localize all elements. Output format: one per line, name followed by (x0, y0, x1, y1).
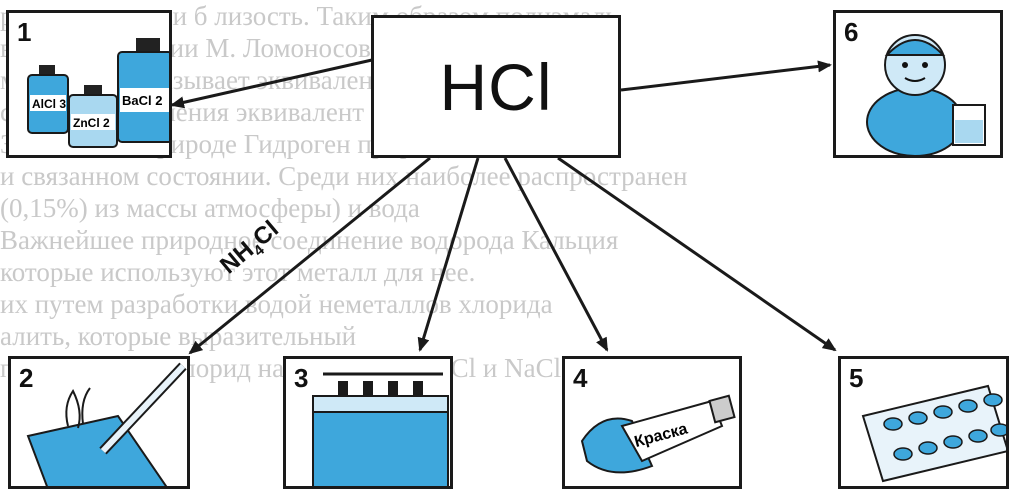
background-line: которые используют этот металл для нее. (0, 257, 476, 287)
tablets-illustration (861, 384, 1006, 483)
salt-bottles-illustration: AlCl 3 BaCl 2 ZnCl 2 (27, 38, 169, 148)
background-line: и связанном состоянии. Среди них наиболе… (0, 161, 688, 191)
bath-illustration (312, 372, 449, 486)
background-line: (0,15%) из массы атмосферы) и вода (0, 193, 420, 223)
figure-illustration (866, 34, 986, 155)
arrow-to-panel-5 (557, 156, 837, 352)
arrow-to-panel-4 (503, 157, 609, 352)
panel-number: 4 (573, 363, 588, 393)
label-bacl2: BaCl 2 (122, 93, 162, 108)
panel-3-bath: 3 (283, 356, 453, 489)
label-zncl2: ZnCl 2 (73, 116, 110, 130)
arrow-to-panel-6 (620, 60, 832, 92)
panel-5-tablets: 5 (838, 356, 1009, 489)
arrow-to-panel-1 (170, 58, 373, 109)
panel-1-salts: 1 AlCl 3 BaCl 2 ZnCl 2 (6, 10, 172, 158)
panel-number: 2 (19, 363, 34, 393)
panel-number: 5 (849, 363, 864, 393)
background-line: Важнейшее природное соединение водорода … (0, 225, 619, 255)
background-line: их путем разработки водой неметаллов хло… (0, 289, 553, 319)
center-formula: HCl (439, 49, 553, 124)
paint-tube-illustration: Краска (580, 394, 736, 474)
panel-number: 1 (17, 17, 32, 47)
center-formula-box: HCl (371, 15, 621, 158)
soldering-illustration (26, 362, 187, 486)
arrow-to-panel-2 (188, 156, 431, 355)
panel-4-paint: 4 Краска (562, 356, 742, 489)
panel-2-soldering: 2 (8, 356, 190, 489)
arrow-to-panel-3 (417, 157, 480, 352)
panel-number: 3 (294, 363, 309, 393)
label-alcl3: AlCl 3 (32, 97, 66, 111)
panel-6-figure: 6 (833, 10, 1003, 158)
panel-number: 6 (844, 17, 859, 47)
background-line: алить, которые выразительный (0, 321, 357, 351)
